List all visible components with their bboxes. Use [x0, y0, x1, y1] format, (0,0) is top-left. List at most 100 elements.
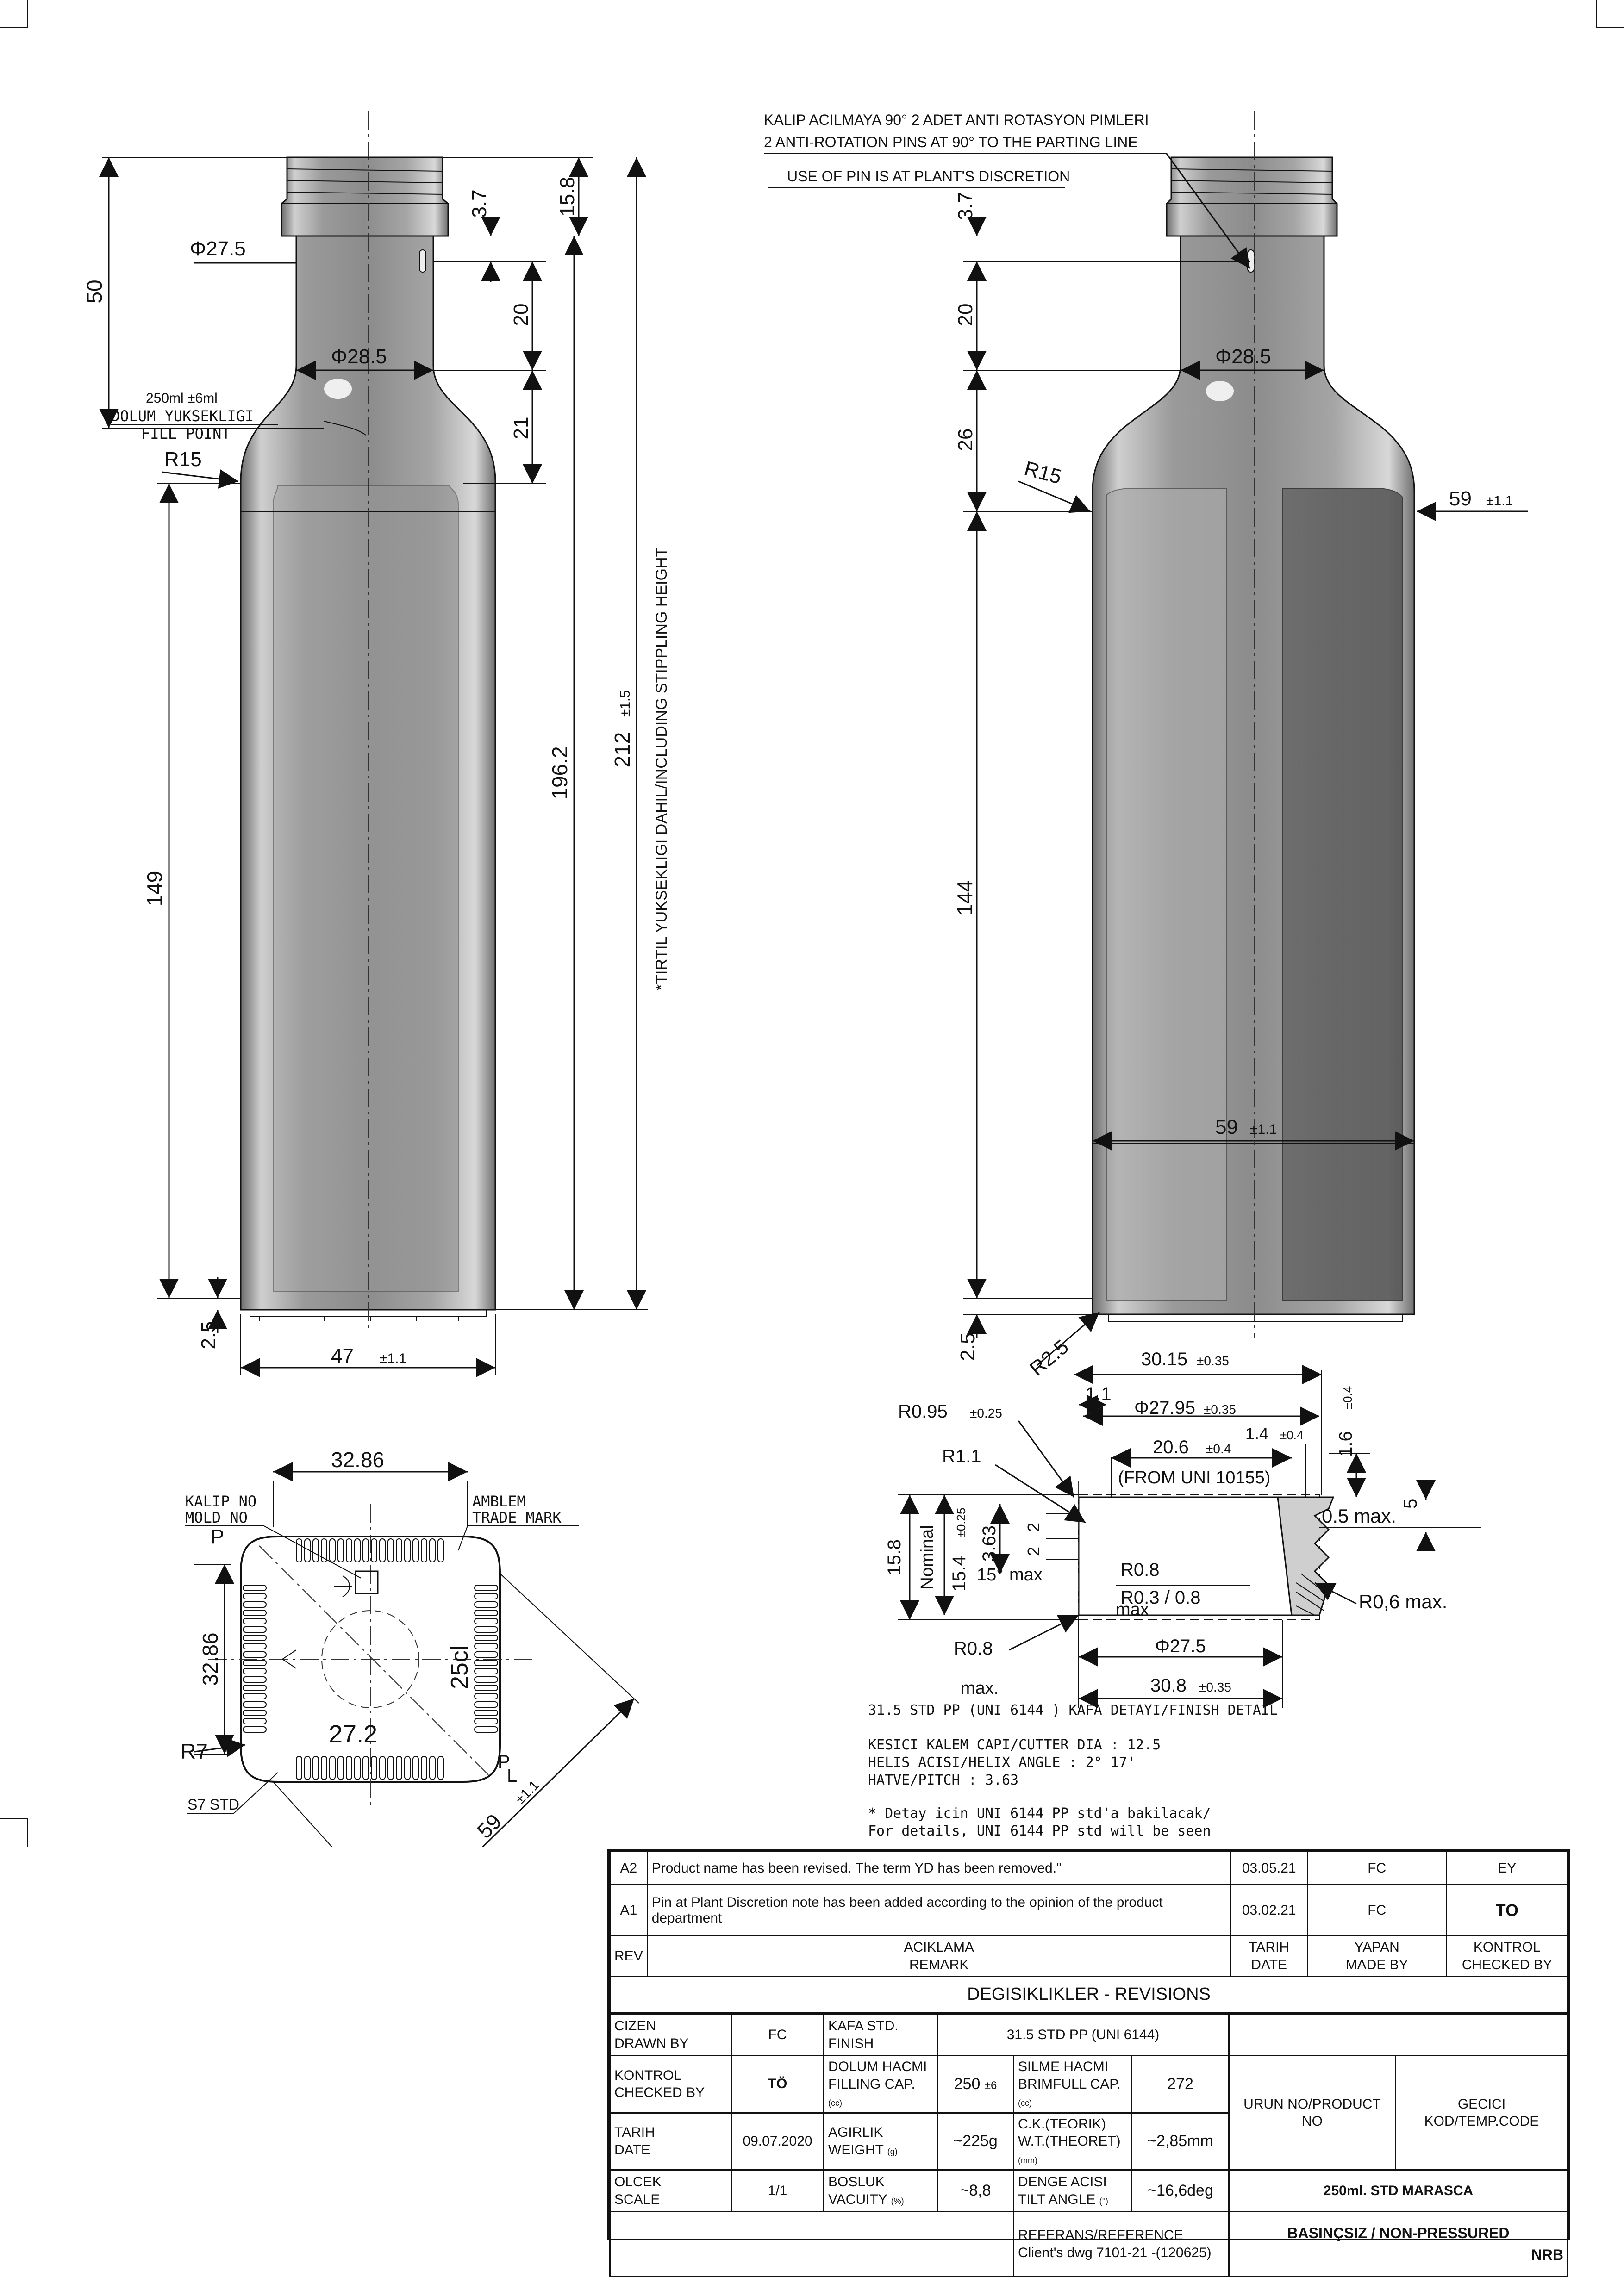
side-dim-r15: R15 [1022, 457, 1064, 488]
stippling-mark [474, 1685, 498, 1691]
revisions-table: A2 Product name has been revised. The te… [609, 1851, 1569, 2013]
dim-149: 149 [143, 871, 167, 907]
stippling-mark [474, 1643, 498, 1649]
finish-en: FINISH [828, 2035, 874, 2051]
stippling-mark [243, 1651, 267, 1658]
stippling-mark [396, 1756, 402, 1780]
rev-header-date-en: DATE [1251, 1957, 1287, 1972]
side-dim-r2-5: R2.5 [1025, 1335, 1073, 1380]
finish-dim-1-6: 1.6 [1336, 1431, 1356, 1457]
finish-value: 31.5 STD PP (UNI 6144) [937, 2013, 1230, 2056]
stippling-mark [296, 1756, 302, 1780]
finish-nominal: Nominal [918, 1525, 937, 1589]
reference-label: REFERANS/REFERENCE [1018, 2228, 1183, 2243]
stippling-mark [474, 1618, 498, 1624]
fill-point-en: FILL POINT [141, 425, 231, 442]
fill-height-tr: DOLUM YUKSEKLIGI [111, 407, 254, 425]
checked-by-en: CHECKED BY [614, 2085, 705, 2101]
dim-196-2: 196.2 [548, 746, 572, 799]
stippling-mark [474, 1593, 498, 1599]
finish-dim-1-6-tol: ±0.4 [1341, 1386, 1355, 1409]
dim-212-tol: ±1.5 [618, 690, 633, 717]
date-en: DATE [614, 2142, 650, 2158]
rev-checked-by: EY [1445, 1851, 1569, 1885]
product-no-label: URUN NO/PRODUCT NO [1228, 2055, 1396, 2171]
finish-dim-27-95: Φ27.95 [1134, 1398, 1195, 1418]
rev-header-by-tr: YAPAN [1354, 1940, 1399, 1955]
finish-angle-15: 15° [977, 1565, 1003, 1585]
dim-15-8: 15.8 [556, 177, 579, 217]
finish-dim-3-63: 3.63 [979, 1525, 999, 1562]
scale-tr: OLCEK [614, 2174, 662, 2190]
finish-helix-angle: HELIS ACISI/HELIX ANGLE : 2° 17' [868, 1755, 1136, 1771]
stippling-mark [474, 1601, 498, 1608]
base-dim-width: 32.86 [331, 1448, 384, 1472]
finish-dim-20-6: 20.6 [1153, 1437, 1189, 1457]
stippling-mark [437, 1538, 444, 1562]
front-view-bottle [240, 111, 496, 1333]
stippling-mark [321, 1756, 327, 1780]
stippling-mark [404, 1756, 411, 1780]
weight-en: WEIGHT [828, 2142, 884, 2158]
finish-dim-1-1: 1.1 [1086, 1384, 1112, 1404]
finish-detail-tr: * Detay icin UNI 6144 PP std'a bakilacak… [868, 1805, 1211, 1822]
side-dim-3-7: 3.7 [954, 192, 977, 220]
emblem-tr: AMBLEM [472, 1493, 526, 1510]
date-value: 09.07.2020 [731, 2112, 824, 2171]
title-block: A2 Product name has been revised. The te… [607, 1849, 1570, 2277]
side-view-bottle [1092, 111, 1415, 1338]
filling-cap-tr: DOLUM HACMI [828, 2059, 927, 2074]
finish-dim-27-5: Φ27.5 [1155, 1636, 1206, 1656]
scale-en: SCALE [614, 2191, 660, 2207]
filling-cap-en: FILLING CAP. [828, 2076, 915, 2092]
finish-dim-30-8-tol: ±0.35 [1199, 1680, 1231, 1694]
stippling-mark [429, 1756, 436, 1780]
temp-code-label: GECICI KOD/TEMP.CODE [1395, 2055, 1568, 2171]
revision-row: A2 Product name has been revised. The te… [609, 1851, 1569, 1885]
revisions-title: DEGISIKLIKLER - REVISIONS [609, 1976, 1568, 2013]
finish-dim-15-4: 15.4 [949, 1556, 969, 1592]
stippling-mark [362, 1538, 369, 1562]
stippling-mark [243, 1593, 267, 1599]
product-name: 250ml. STD MARASCA [1228, 2169, 1568, 2212]
finish-0-5-max: 0.5 max. [1322, 1505, 1396, 1527]
rev-date: 03.02.21 [1230, 1884, 1308, 1936]
rev-header-chk-tr: KONTROL [1473, 1940, 1541, 1955]
stippling-mark [387, 1538, 394, 1562]
finish-tr: KAFA STD. [828, 2018, 899, 2034]
vacuity-unit: (%) [891, 2196, 904, 2206]
side-dim-59: 59 [1449, 487, 1472, 510]
wall-thickness-unit: (mm) [1018, 2155, 1037, 2165]
finish-dim-30-15: 30.15 [1141, 1349, 1187, 1369]
front-view-dimensions: 50 Φ27.5 15.8 3.7 20 21 Φ28.5 250ml ±6ml… [82, 157, 670, 1377]
tilt-angle-en: TILT ANGLE [1018, 2191, 1096, 2207]
filling-cap-unit: (cc) [828, 2098, 842, 2108]
finish-detail-en: For details, UNI 6144 PP std will be see… [868, 1823, 1211, 1839]
stippling-mark [243, 1693, 267, 1699]
tilt-angle-tr: DENGE ACISI [1018, 2174, 1107, 2190]
dim-shoulder-diameter: Φ28.5 [331, 345, 387, 368]
stippling-mark [243, 1660, 267, 1666]
trade-mark-en: TRADE MARK [472, 1509, 562, 1526]
stippling-note: *TIRTIL YUKSEKLIGI DAHIL/INCLUDING STIPP… [653, 548, 670, 990]
stippling-mark [243, 1626, 267, 1633]
stippling-mark [379, 1538, 386, 1562]
wall-thickness-tr: C.K.(TEORIK) [1018, 2116, 1106, 2132]
stippling-mark [243, 1676, 267, 1683]
wall-thickness-en: W.T.(THEORET) [1018, 2134, 1121, 2149]
rev-header-date-tr: TARIH [1249, 1940, 1290, 1955]
brimfull-cap-unit: (cc) [1018, 2098, 1032, 2108]
revision-row: A1 Pin at Plant Discretion note has been… [609, 1884, 1569, 1936]
fill-capacity-note: 250ml ±6ml [146, 391, 218, 406]
stippling-mark [412, 1538, 419, 1562]
finish-dim-r0-8a: R0.8 [1120, 1560, 1160, 1580]
finish-dim-r1-1: R1.1 [942, 1446, 981, 1467]
finish-dim-2a: 2 [1024, 1523, 1043, 1532]
stippling-mark [243, 1635, 267, 1641]
stippling-mark [354, 1756, 361, 1780]
rev-made-by: FC [1306, 1884, 1447, 1936]
wall-thickness-value: ~2,85mm [1131, 2112, 1230, 2171]
brimfull-cap-tr: SILME HACMI [1018, 2059, 1109, 2074]
dim-21: 21 [510, 417, 532, 440]
stippling-mark [404, 1538, 411, 1562]
